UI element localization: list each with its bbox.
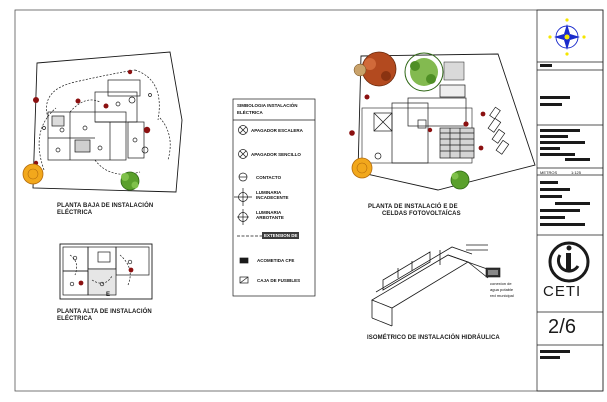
solar-plan-title-line2: CELDAS FOTOVOLTAÍCAS (382, 211, 461, 217)
legend-box (232, 98, 316, 297)
upper-floor-plan (59, 243, 153, 300)
legend-title-line2: ELÉCTRICA (237, 110, 263, 115)
legend-item-fuse-box: CAJA DE FUSIBLES (257, 278, 301, 283)
legend-item-extension: EXTENSION DE (264, 233, 298, 238)
shrub-patch (443, 61, 465, 81)
tank-note-line1: conexion de (490, 281, 512, 286)
isometric-title: ISOMÉTRICO DE INSTALACIÓN HIDRÁULICA (367, 335, 500, 341)
upper-floor-marker: E (106, 292, 111, 298)
legend-item-single-switch: APAGADOR SENCILLO (251, 152, 301, 157)
legend-item-stair-switch: APAGADOR ESCALERA (251, 128, 303, 133)
tree-green-solar (404, 52, 444, 92)
scale-label: METROS (540, 170, 558, 175)
solar-plan-title-line1: PLANTA DE INSTALACIÓ E DE (368, 204, 458, 210)
legend-item-incandescent: LUMINARIA INCADECENTE (256, 190, 289, 200)
institution-logo-text: CETI (543, 283, 582, 300)
ground-floor-title: PLANTA BAJA DE INSTALACIÓN ELÉCTRICA (57, 203, 154, 216)
solar-site-plan (357, 53, 536, 191)
legend-item-service-entry: ACOMETIDA CFE (257, 258, 295, 263)
legend-item-wall-lamp: LUMINARIA ARBOTANTE (256, 210, 284, 220)
site-markers-solar (349, 94, 486, 151)
tree-green-ground (120, 171, 140, 191)
ground-floor-plan (32, 51, 183, 193)
tree-red-solar (353, 51, 397, 87)
scale-value: 1:125 (571, 170, 582, 175)
extension-highlight (262, 232, 299, 239)
isometric-piping (371, 244, 491, 327)
tree-orange-solar (351, 157, 373, 179)
legend-item-outlet: CONTACTO (256, 175, 282, 180)
tank-note-line2: agua potable (490, 287, 514, 292)
legend-title-line1: SIMBOLOGIA INSTALACIÓN (237, 103, 298, 108)
title-block-fields (540, 64, 590, 359)
upper-floor-title: PLANTA ALTA DE INSTALACIÓN ELÉCTRICA (57, 309, 152, 322)
title-block (536, 9, 604, 392)
sheet-border (14, 9, 604, 392)
tank-note-line3: red municipal (490, 293, 514, 298)
ceti-logo-mark (548, 241, 590, 283)
sheet-number: 2/6 (548, 316, 577, 338)
water-tank (485, 267, 501, 278)
tree-green-solar-small (450, 170, 470, 190)
site-markers-upper (78, 267, 134, 286)
tree-orange-ground (22, 163, 44, 185)
site-markers-ground (33, 69, 151, 166)
north-compass (548, 18, 586, 56)
